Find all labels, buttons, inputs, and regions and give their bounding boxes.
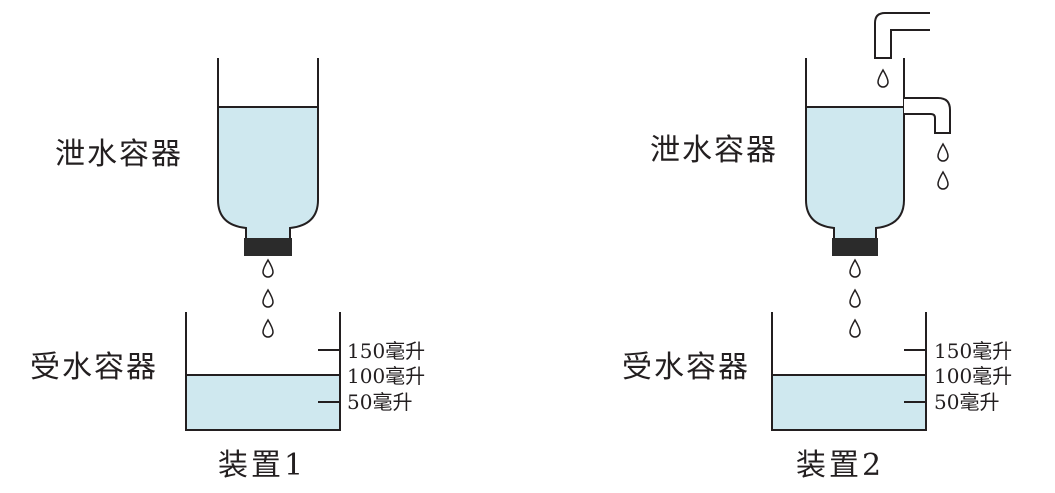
overflow-pipe <box>904 97 951 134</box>
receiving-container-label-1: 受水容器 <box>30 350 158 385</box>
drain-container-2 <box>805 58 905 238</box>
scale-mark-50-1: 50毫升 <box>347 390 413 414</box>
drain-container-label-1: 泄水容器 <box>55 137 183 172</box>
scale-mark-100-2: 100毫升 <box>934 364 1013 388</box>
inflow-drop <box>877 69 889 88</box>
inflow-pipe-top <box>874 12 930 59</box>
device-caption-1: 装置1 <box>218 448 307 483</box>
receiving-container-2 <box>771 312 927 431</box>
scale-mark-150-2: 150毫升 <box>934 339 1013 363</box>
device-2-drawing <box>771 12 951 431</box>
device-1-drawing <box>185 58 341 431</box>
scale-mark-150-1: 150毫升 <box>347 339 426 363</box>
drain-container-label-2: 泄水容器 <box>650 133 778 168</box>
water-drops-2 <box>849 259 861 338</box>
drain-container-1 <box>217 58 319 238</box>
device-caption-2: 装置2 <box>796 448 885 483</box>
stopper-2 <box>832 238 878 256</box>
water-drops-1 <box>262 259 274 338</box>
receiving-container-label-2: 受水容器 <box>622 350 750 385</box>
overflow-drops <box>937 143 949 190</box>
scale-mark-100-1: 100毫升 <box>347 364 426 388</box>
scale-mark-50-2: 50毫升 <box>934 390 1000 414</box>
stopper-1 <box>244 238 292 256</box>
receiving-container-1 <box>185 312 341 431</box>
